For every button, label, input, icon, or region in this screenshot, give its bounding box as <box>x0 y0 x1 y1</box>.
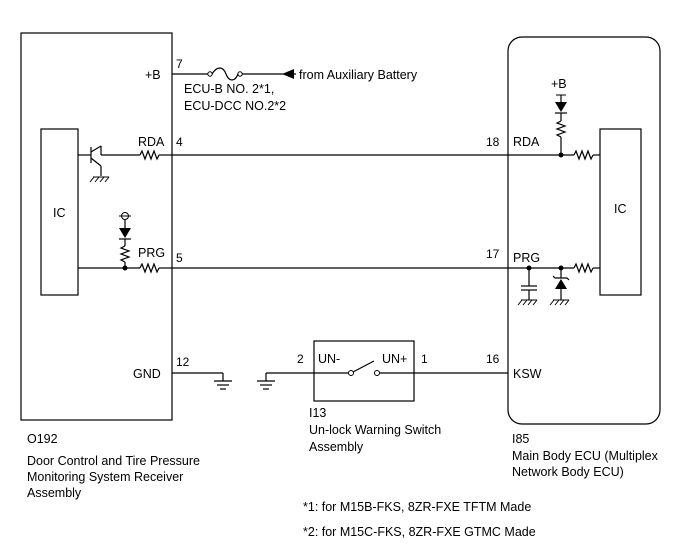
ground-icon <box>214 373 232 390</box>
i85-box <box>507 36 661 425</box>
o192-ic-label: IC <box>53 206 66 220</box>
i13-pin-unplus-label: UN+ <box>382 352 407 366</box>
i85-name-line2: Network Body ECU) <box>512 465 624 479</box>
i85-prg-resistor <box>573 262 594 274</box>
o192-pin-gnd-label: GND <box>133 367 161 381</box>
o192-pin-rda-number: 4 <box>176 135 183 149</box>
i13-name-line1: Un-lock Warning Switch <box>309 423 441 437</box>
i85-pin-rda-number: 18 <box>486 135 500 149</box>
i13-pin-unminus-label: UN- <box>318 352 340 366</box>
i85-name-line1: Main Body ECU (Multiplex <box>512 449 659 463</box>
o192-ic-block <box>40 128 79 296</box>
i85-ic-block <box>599 128 642 296</box>
o192-pin-prg-number: 5 <box>176 251 183 265</box>
i13-pin-unplus-number: 1 <box>421 352 428 366</box>
o192-pin-gnd-number: 12 <box>176 355 190 369</box>
o192-transistor-icon <box>78 145 110 183</box>
zener-diode-icon <box>549 268 570 306</box>
o192-pin-prg-label: PRG <box>138 246 165 260</box>
i85-id: I85 <box>512 432 529 446</box>
o192-name-line2: Monitoring System Receiver <box>27 470 183 484</box>
i13-name-line2: Assembly <box>309 440 364 454</box>
fuse-wire <box>172 67 296 81</box>
fuse-source-label: from Auxiliary Battery <box>299 68 418 82</box>
diode-icon <box>119 228 131 238</box>
o192-box <box>20 32 173 421</box>
i85-pin-ksw-number: 16 <box>486 352 500 366</box>
fuse-name-line2: ECU-DCC NO.2*2 <box>184 99 286 113</box>
footnote-1: *1: for M15B-FKS, 8ZR-FXE TFTM Made <box>303 500 531 514</box>
o192-pin-plusb-label: +B <box>145 68 161 82</box>
footnote-2: *2: for M15C-FKS, 8ZR-FXE GTMC Made <box>303 525 536 539</box>
o192-pin-rda-label: RDA <box>138 135 165 149</box>
o192-id: O192 <box>27 432 58 446</box>
i85-rda-pullup <box>555 94 567 158</box>
o192-rda-resistor <box>139 149 160 161</box>
i85-rda-resistor <box>573 149 594 161</box>
i13-pin-unminus-number: 2 <box>297 352 304 366</box>
i85-pin-rda-label: RDA <box>513 135 540 149</box>
o192-prg-resistor <box>139 262 160 274</box>
i85-pin-ksw-label: KSW <box>513 367 542 381</box>
i13-box <box>313 340 415 402</box>
o192-name-line3: Assembly <box>27 486 82 500</box>
o192-prg-pullup <box>119 212 131 271</box>
i13-switch-icon <box>314 360 414 376</box>
i85-pin-prg-number: 17 <box>486 247 500 261</box>
o192-name-line1: Door Control and Tire Pressure <box>27 454 200 468</box>
ground-icon <box>257 373 275 390</box>
i85-pin-prg-label: PRG <box>513 251 540 265</box>
fuse-name-line1: ECU-B NO. 2*1, <box>184 82 274 96</box>
arrow-icon <box>282 69 294 79</box>
diode-icon <box>555 102 567 112</box>
i85-ic-label: IC <box>614 202 627 216</box>
i13-id: I13 <box>309 406 326 420</box>
capacitor-icon <box>517 268 538 306</box>
i85-supply-label: +B <box>551 77 567 91</box>
o192-pin-plusb-number: 7 <box>176 57 183 71</box>
